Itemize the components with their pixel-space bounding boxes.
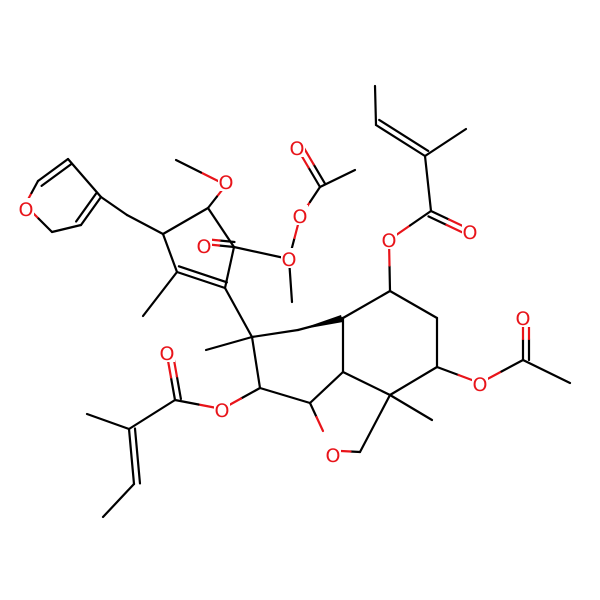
bond-line xyxy=(423,154,433,213)
bond-line xyxy=(169,376,177,402)
atom-label-background xyxy=(159,342,175,362)
atom-label-background xyxy=(196,235,212,255)
bond-line xyxy=(445,223,466,235)
bond-line xyxy=(175,270,227,290)
bond-line xyxy=(435,365,460,377)
bond-line xyxy=(358,393,392,454)
stereo-wedge-bond xyxy=(298,315,343,330)
oxygen-atom-label: O xyxy=(160,343,175,365)
atom-label-background xyxy=(292,205,308,225)
atom-label-background xyxy=(214,399,230,419)
bond-line xyxy=(206,195,219,210)
oxygen-atom-label: O xyxy=(197,236,212,258)
bond-line xyxy=(125,213,165,236)
oxygen-atom-label: O xyxy=(215,400,230,422)
oxygen-atom-label: O xyxy=(463,222,478,244)
atom-label-background xyxy=(462,221,478,241)
oxygen-atom-label: O xyxy=(382,230,397,252)
bond-line xyxy=(312,163,327,186)
bond-line xyxy=(388,393,434,422)
bond-line xyxy=(239,386,262,400)
bond-line xyxy=(339,449,352,453)
bond-line xyxy=(99,195,129,217)
oxygen-atom-label: O xyxy=(326,445,341,467)
bond-line xyxy=(50,223,83,234)
bond-line xyxy=(315,415,325,433)
bond-line xyxy=(161,206,210,236)
bond-line xyxy=(408,209,433,227)
atom-label-background xyxy=(281,248,297,268)
bond-line xyxy=(500,358,525,373)
bond-line xyxy=(40,162,73,187)
oxygen-atom-label: O xyxy=(282,249,297,271)
bond-line xyxy=(85,412,131,431)
bond-line xyxy=(250,328,300,339)
oxygen-atom-label: O xyxy=(516,308,531,330)
atom-label-background xyxy=(218,171,234,191)
bond-line xyxy=(30,179,40,195)
bond-line xyxy=(127,398,177,431)
bond-line xyxy=(127,427,136,486)
atom-label-background xyxy=(381,229,397,249)
bond-line xyxy=(373,84,378,127)
bond-line xyxy=(232,245,291,261)
bond-line xyxy=(174,158,203,174)
atom-label-background xyxy=(325,444,341,464)
bond-line xyxy=(217,244,236,249)
bond-line xyxy=(374,123,427,158)
bond-line xyxy=(204,335,254,352)
bond-line xyxy=(388,365,439,397)
bond-line xyxy=(133,427,142,485)
bond-line xyxy=(349,450,362,454)
oxygen-atom-label: O xyxy=(473,374,488,396)
bond-line xyxy=(308,370,345,405)
bond-line xyxy=(341,289,392,320)
bond-line xyxy=(173,398,200,406)
bond-line xyxy=(75,192,98,223)
bond-line xyxy=(218,239,236,244)
bond-line xyxy=(388,264,392,293)
bond-line xyxy=(141,270,179,318)
bond-line xyxy=(177,265,228,284)
bond-line xyxy=(79,195,103,227)
bond-line xyxy=(101,482,136,519)
bond-line xyxy=(175,375,183,401)
bond-line xyxy=(308,185,322,204)
bond-lines xyxy=(23,84,572,519)
bond-line xyxy=(308,401,318,419)
bond-line xyxy=(37,217,54,234)
oxygen-atom-label: O xyxy=(19,199,34,221)
atom-label-background xyxy=(289,137,305,157)
bond-line xyxy=(36,157,70,183)
bond-line xyxy=(161,232,179,274)
bond-line xyxy=(66,157,103,199)
bond-line xyxy=(258,386,312,405)
bond-line xyxy=(341,370,392,397)
oxygen-atom-label: O xyxy=(290,138,305,160)
bond-line xyxy=(318,168,357,189)
bond-line xyxy=(307,166,322,189)
bond-line xyxy=(388,289,439,320)
bond-line xyxy=(223,286,254,339)
atom-label-background xyxy=(515,307,531,327)
bond-line xyxy=(521,358,572,385)
bond-line xyxy=(423,127,468,158)
bond-line xyxy=(378,118,430,153)
bond-line xyxy=(250,335,262,390)
atom-label-background xyxy=(18,198,34,218)
bond-line xyxy=(427,215,448,227)
atom-label-background xyxy=(472,373,488,393)
oxygen-atom-label: O xyxy=(219,172,234,194)
bond-line xyxy=(429,209,451,221)
oxygen-atom-label: O xyxy=(293,206,308,228)
